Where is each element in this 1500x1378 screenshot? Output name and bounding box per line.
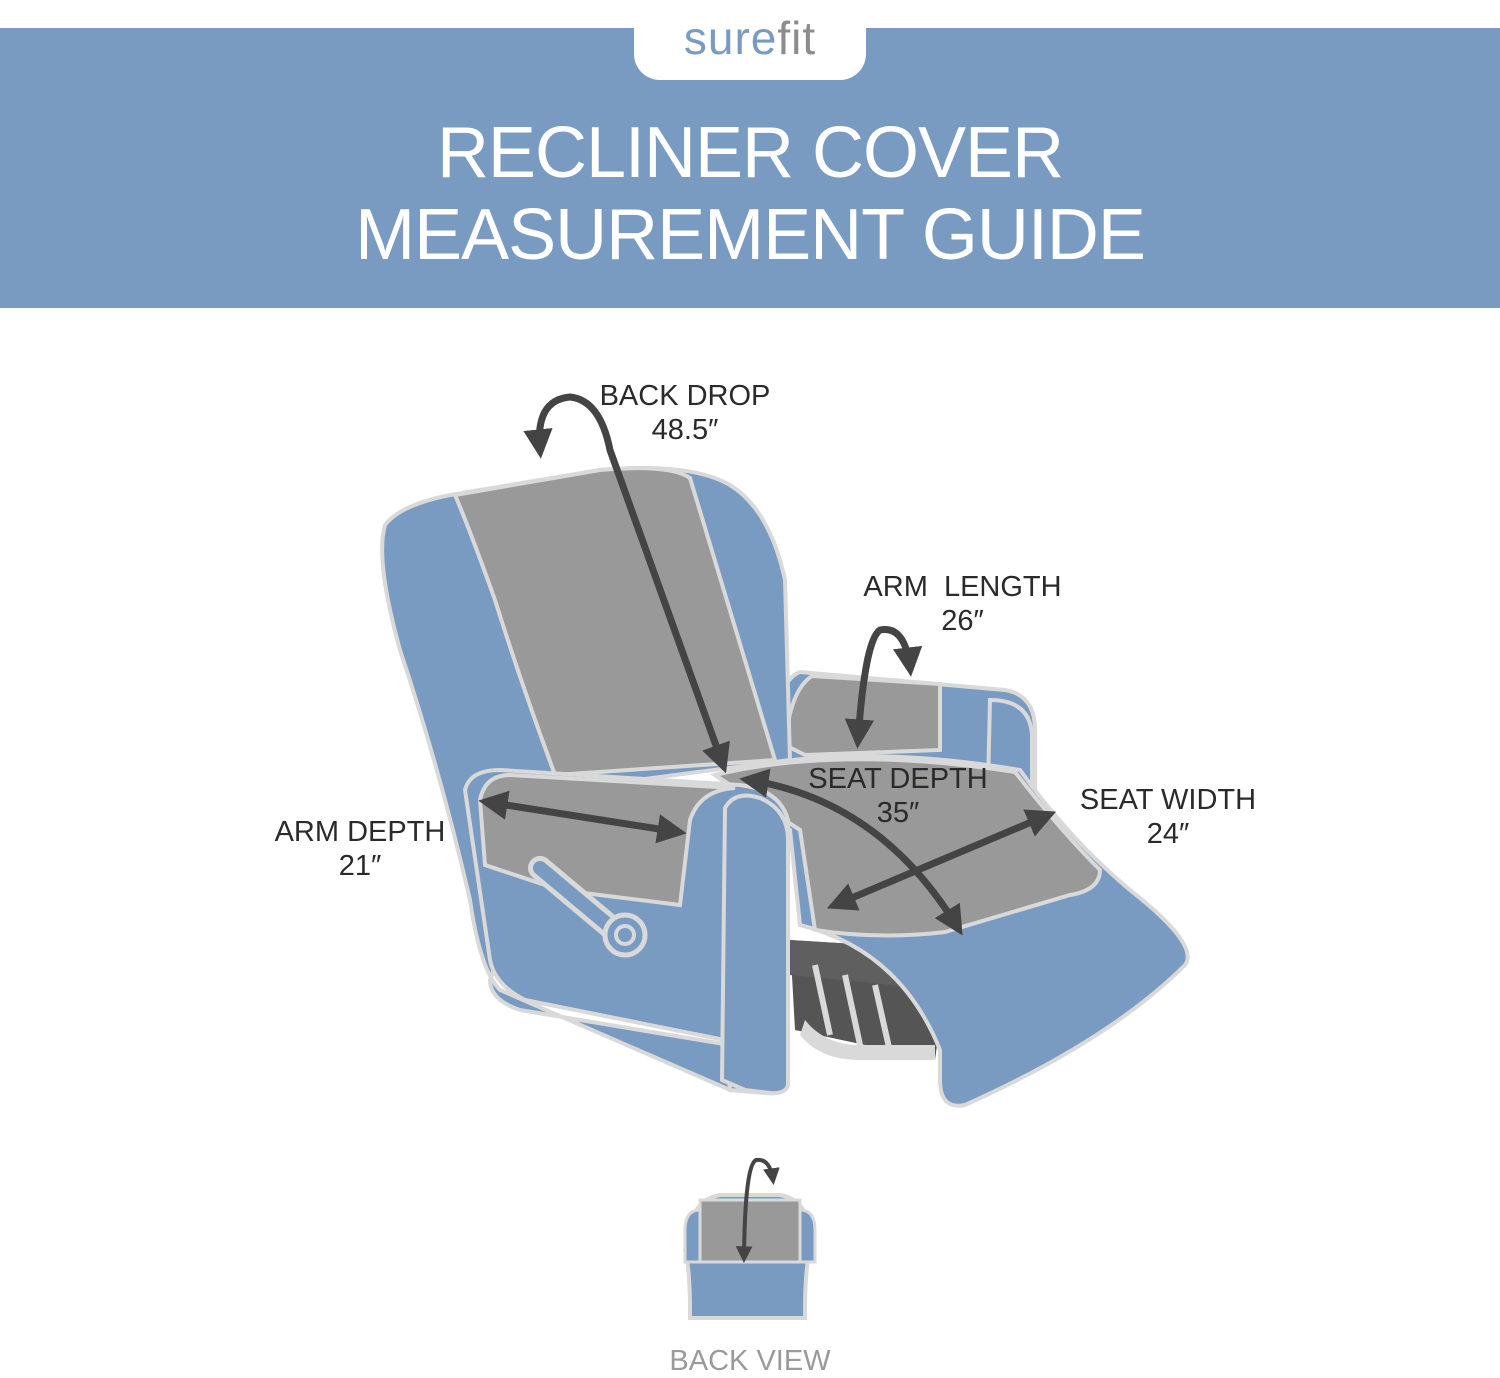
seat-width-name: SEAT WIDTH [1079,784,1257,816]
arm-depth-name: ARM DEPTH [274,816,446,848]
back-drop-arrow [523,393,730,774]
label-seat-width: SEAT WIDTH 24″ [1068,783,1268,851]
arm-length-name: ARM LENGTH [863,571,1062,603]
brand-logo-fit: fit [777,12,817,64]
page-title: RECLINER COVER MEASUREMENT GUIDE [0,112,1500,276]
label-arm-length: ARM LENGTH 26″ [850,570,1075,638]
arm-depth-value: 21″ [338,850,382,882]
label-seat-depth: SEAT DEPTH 35″ [798,762,998,830]
title-line-2: MEASUREMENT GUIDE [355,195,1146,275]
seat-width-value: 24″ [1146,818,1190,850]
back-view-chair [682,1157,817,1320]
label-back-drop: BACK DROP 48.5″ [585,379,785,447]
back-drop-value: 48.5″ [651,414,719,446]
logo-tab: surefit [634,0,866,80]
seat-depth-name: SEAT DEPTH [808,763,988,795]
seat-width-arrow [826,809,1057,911]
title-line-1: RECLINER COVER [436,113,1064,193]
brand-logo-sure: sure [683,12,778,64]
measurement-arrows [478,393,1057,936]
back-view-label: BACK VIEW [669,1345,831,1377]
seat-depth-value: 35″ [876,797,920,829]
arm-length-value: 26″ [941,605,984,637]
back-drop-name: BACK DROP [599,380,771,412]
brand-logo: surefit [634,8,866,68]
arm-length-arrow [844,626,923,749]
arm-depth-arrow [478,790,687,844]
label-arm-depth: ARM DEPTH 21″ [260,815,460,883]
